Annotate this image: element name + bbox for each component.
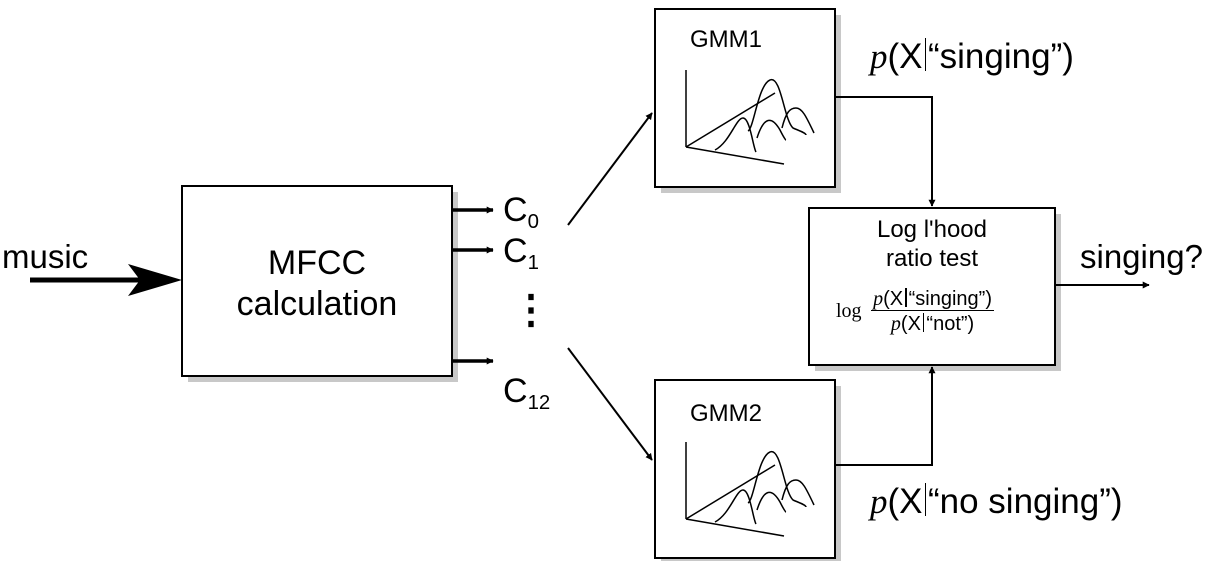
p-singing-cond: “singing”) (928, 36, 1074, 76)
llr-label-line2: ratio test (885, 244, 979, 272)
llr-num-cond: “singing”) (908, 288, 992, 310)
p-singing-p: p (870, 36, 888, 76)
gmm1-title: GMM1 (690, 26, 762, 53)
coeff-ellipsis: ⋮ (511, 288, 551, 332)
llr-log-label: log (836, 300, 862, 322)
gmm2-plot-icon (685, 442, 815, 537)
coeff-c0-sub: 0 (527, 211, 539, 234)
llr-den-cond: “not”) (926, 313, 975, 335)
gmm2-box (654, 379, 836, 559)
llr-num-open: (X (883, 288, 904, 310)
gmm1-to-llr-arrow (835, 96, 936, 207)
output-label: singing? (1080, 238, 1203, 275)
llr-num-given-bar (905, 288, 907, 307)
coeff-c12-label: C12 (503, 372, 550, 413)
llr-denominator: p(X“not”) (871, 311, 994, 334)
mfcc-box-text: MFCC calculation (182, 243, 452, 325)
coeff-c1-sub: 1 (527, 252, 539, 275)
coeff-c0-label: C0 (503, 191, 539, 232)
mfcc-label-line2: calculation (236, 284, 398, 323)
llr-den-open: (X (900, 313, 921, 335)
llr-label-line1: Log l'hood (876, 216, 987, 243)
p-singing-given-bar (924, 38, 926, 72)
p-no-singing-cond: “no singing”) (928, 481, 1123, 521)
coeff-c1-label: C1 (503, 232, 539, 273)
llr-box (808, 207, 1056, 366)
llr-numerator: p(X“singing”) (871, 288, 994, 311)
music-input-arrowhead (128, 264, 182, 296)
to-gmm1-arrow (567, 112, 653, 226)
p-no-singing-open: (X (887, 481, 923, 521)
gmm1-plot-icon (685, 70, 815, 165)
mfcc-label-line1: MFCC (267, 244, 367, 282)
llr-den-p: p (890, 313, 901, 335)
coeff-c12-sub: 12 (527, 392, 551, 415)
p-singing-open: (X (887, 36, 923, 76)
llr-num-p: p (873, 288, 884, 310)
coeff-c12-base: C (503, 372, 528, 410)
llr-fraction: p(X“singing”) p(X“not”) (871, 288, 994, 334)
coeff-c1-base: C (503, 232, 528, 270)
p-singing-label: p(X“singing”) (870, 38, 1074, 74)
llr-formula: log p(X“singing”) p(X“not”) (836, 288, 994, 334)
music-input-label: music (2, 238, 89, 275)
gmm2-to-llr-arrow (835, 366, 936, 466)
coeff-c0-base: C (503, 191, 528, 229)
mfcc-box (181, 185, 453, 377)
gmm2-title: GMM2 (690, 400, 762, 427)
p-no-singing-label: p(X“no singing”) (870, 483, 1123, 519)
p-no-singing-p: p (870, 481, 888, 521)
to-gmm2-arrow (567, 347, 653, 461)
llr-box-text: Log l'hood ratio test (809, 216, 1055, 274)
llr-den-given-bar (922, 313, 925, 332)
p-no-singing-given-bar (924, 483, 926, 517)
